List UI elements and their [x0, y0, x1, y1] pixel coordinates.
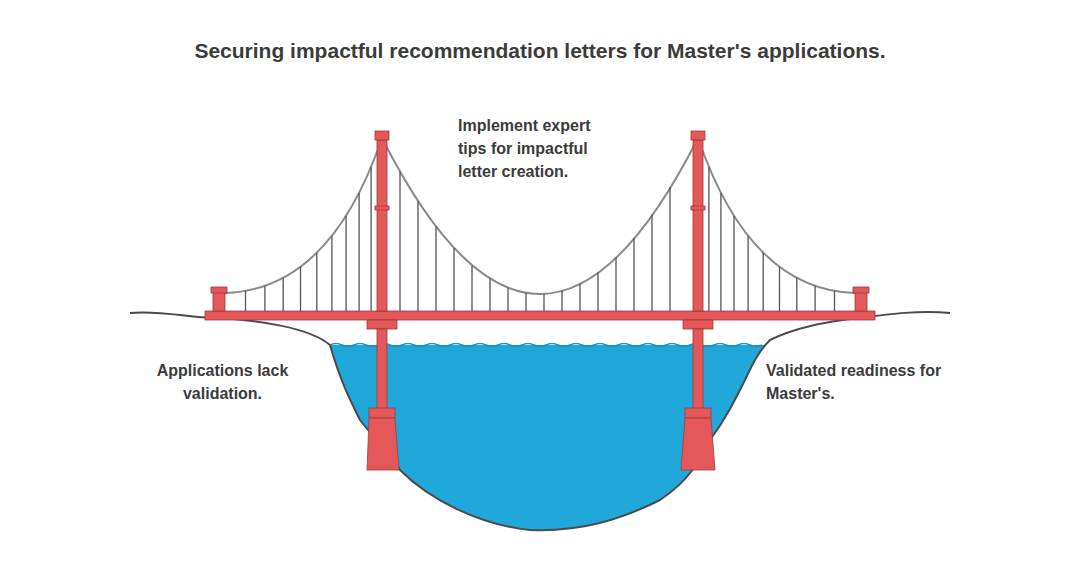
tower-pillar — [693, 329, 703, 411]
hanger-cables — [246, 167, 835, 311]
diagram-title: Securing impactful recommendation letter… — [90, 38, 990, 64]
tower-cap — [691, 131, 705, 140]
end-post — [855, 292, 867, 311]
bridge-tower — [681, 131, 715, 470]
tower-footing — [685, 408, 711, 418]
end-posts — [211, 287, 869, 311]
end-post-cap — [211, 287, 227, 293]
tower-bracket — [683, 320, 713, 329]
tower-cap — [375, 131, 389, 140]
bridge-tower — [367, 131, 399, 470]
start-label: Applications lack validation. — [140, 359, 305, 405]
suspension-cables — [225, 138, 855, 294]
tower-shaft — [377, 140, 387, 311]
tower-collar — [691, 206, 705, 210]
end-post-cap — [853, 287, 869, 293]
end-post — [213, 292, 225, 311]
tower-shaft — [693, 140, 703, 311]
step-label: Implement expert tips for impactful lett… — [458, 114, 623, 183]
tower-pillar — [377, 329, 387, 411]
bridge-deck — [205, 311, 875, 320]
tower-base — [367, 418, 399, 470]
valley-outline — [130, 312, 950, 530]
tower-bracket — [367, 320, 397, 329]
tower-base — [681, 418, 715, 470]
main-cable — [382, 138, 698, 294]
tower-footing — [369, 408, 395, 418]
tower-collar — [375, 206, 389, 210]
end-label: Validated readiness for Master's. — [766, 359, 951, 405]
